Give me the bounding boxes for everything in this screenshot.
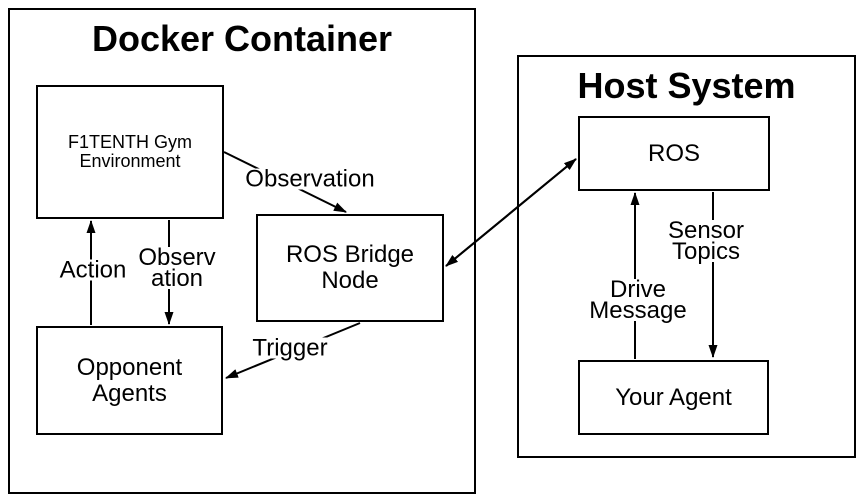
node-ros-bridge-node: ROS Bridge Node — [256, 214, 444, 322]
node-opponent-agents-label: Opponent Agents — [76, 353, 183, 407]
edge-label-action: Action — [57, 256, 129, 284]
node-opponent-agents: Opponent Agents — [36, 326, 223, 435]
node-ros-bridge-node-label: ROS Bridge Node — [285, 241, 415, 294]
docker-container-title: Docker Container — [91, 18, 393, 59]
host-system-title: Host System — [577, 65, 796, 106]
node-your-agent-label: Your Agent — [615, 383, 732, 411]
node-f1tenth-gym-environment: F1TENTH Gym Environment — [36, 85, 224, 219]
node-f1tenth-gym-environment-label: F1TENTH Gym Environment — [68, 132, 192, 171]
node-ros: ROS — [578, 116, 770, 191]
edge-label-observ-ation: Observ ation — [136, 244, 218, 292]
edge-label-trigger: Trigger — [250, 334, 330, 362]
node-ros-label: ROS — [647, 139, 700, 167]
node-your-agent: Your Agent — [578, 360, 769, 435]
edge-label-observation: Observation — [243, 165, 377, 193]
edge-label-sensor-topics: Sensor Topics — [665, 217, 747, 265]
edge-label-drive-message: Drive Message — [587, 276, 689, 324]
